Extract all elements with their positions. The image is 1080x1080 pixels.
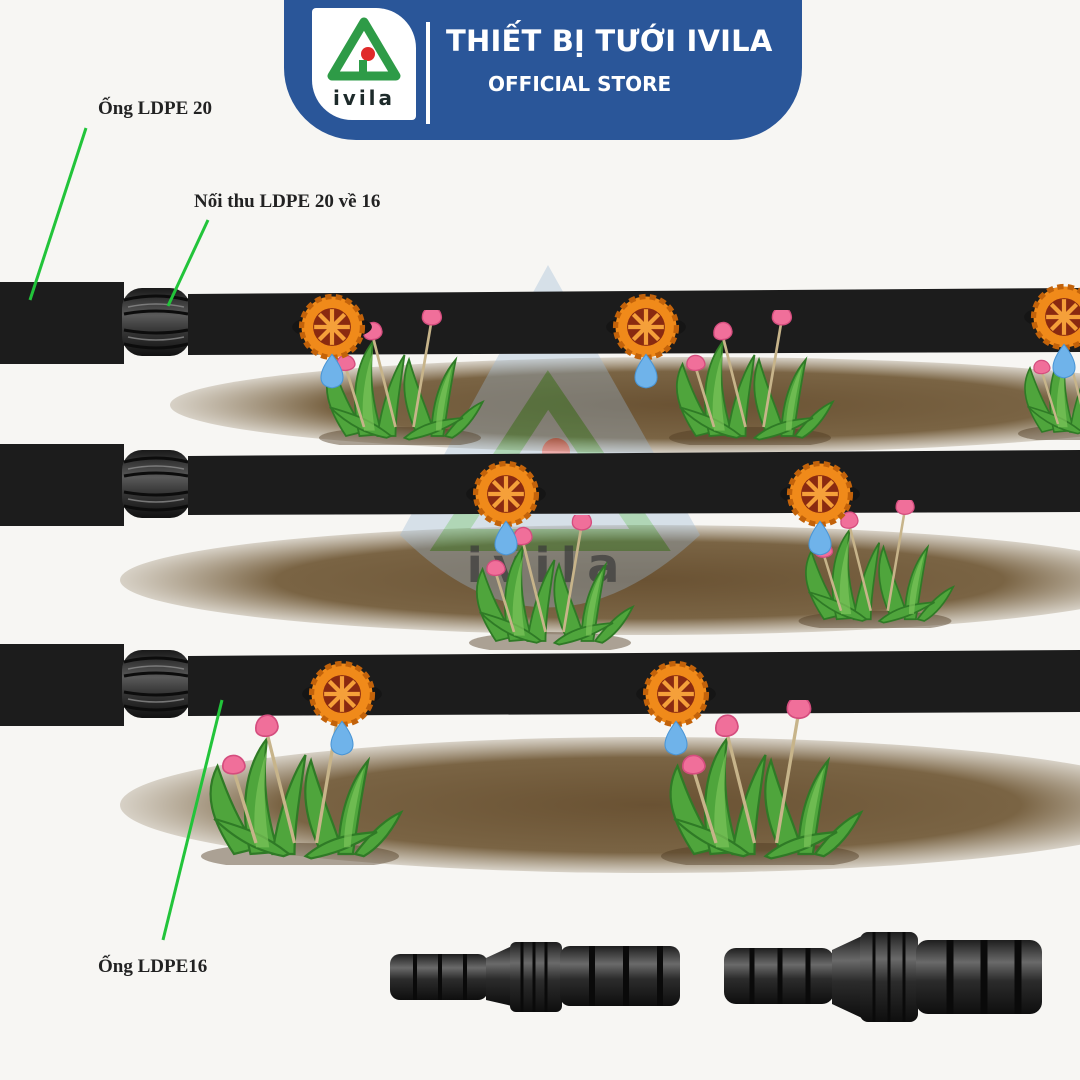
ldpe20-pipe: [0, 444, 124, 526]
reducer-coupling-icon: [120, 448, 192, 520]
pipe-row-3: [0, 644, 1080, 726]
ldpe16-pipe: [188, 450, 1080, 515]
ldpe16-pipe: [188, 650, 1080, 716]
store-subtitle: OFFICIAL STORE: [488, 72, 672, 96]
reducer-coupling-icon: [120, 286, 192, 358]
callout-line-pipe20: [28, 127, 88, 301]
banner-divider: [426, 22, 430, 124]
reducer-product-large: [724, 932, 1042, 1022]
ivila-logo-icon: [327, 17, 401, 81]
pipe-row-1: [0, 282, 1080, 364]
pipe-row-2: [0, 444, 1080, 526]
label-ldpe20-pipe: Ống LDPE 20: [98, 98, 213, 119]
logo-text: ivila: [332, 86, 396, 110]
callout-line-reducer: [166, 219, 210, 307]
callout-line-pipe16: [161, 699, 224, 941]
reducer-coupling-icon: [120, 648, 192, 720]
store-title: THIẾT BỊ TƯỚI IVILA: [446, 24, 773, 58]
ivila-logo: ivila: [312, 8, 416, 120]
label-ldpe16-pipe: Ống LDPE16: [98, 956, 208, 977]
ldpe20-pipe: [0, 644, 124, 726]
reducer-product-small: [390, 942, 680, 1012]
ldpe20-pipe: [0, 282, 124, 364]
label-reducer: Nối thu LDPE 20 về 16: [194, 191, 381, 212]
